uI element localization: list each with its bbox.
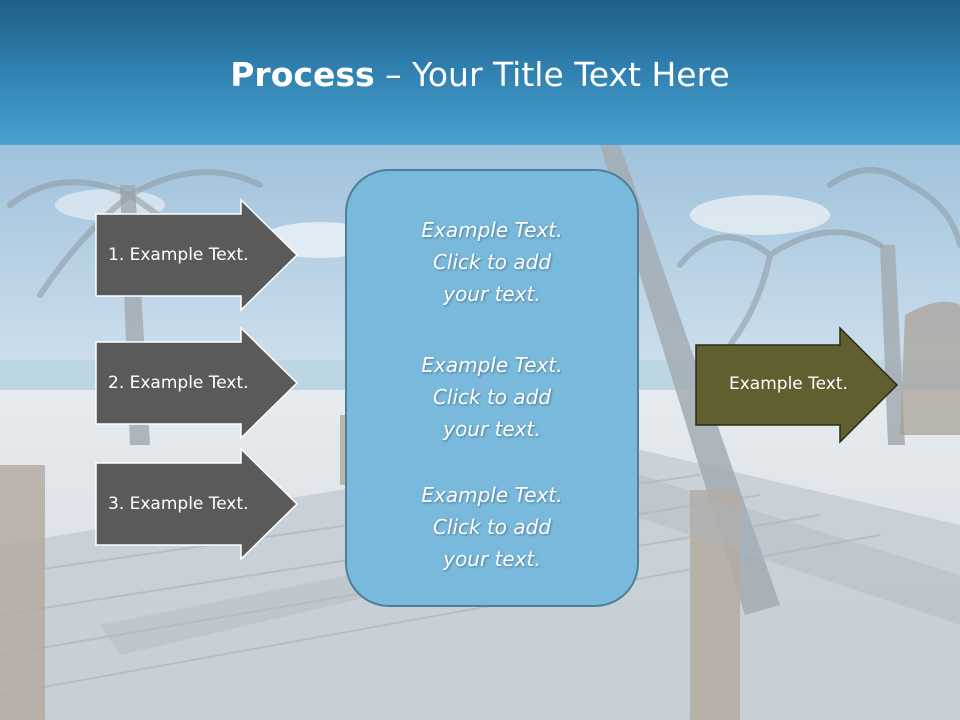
result-arrow-label: Example Text. [729,374,848,394]
center-item-3: Example Text. Click to add your text. [421,483,563,571]
center-text-box[interactable]: Example Text. Click to add your text. Ex… [345,169,639,607]
slide-title[interactable]: Process – Your Title Text Here [0,54,960,96]
center-item-1: Example Text. Click to add your text. [421,218,563,306]
result-arrow[interactable]: Example Text. [695,326,899,444]
step-arrow-1[interactable]: 1. Example Text. [95,198,299,312]
step-arrow-1-label: 1. Example Text. [108,245,249,265]
step-arrow-2[interactable]: 2. Example Text. [95,326,299,440]
step-arrow-3[interactable]: 3. Example Text. [95,447,299,561]
step-arrow-2-shape [95,326,299,440]
step-arrow-3-label: 3. Example Text. [108,494,249,514]
title-rest: – Your Title Text Here [374,55,730,94]
result-arrow-shape [695,326,899,444]
title-bold: Process [230,55,375,94]
step-arrow-3-shape [95,447,299,561]
step-arrow-2-label: 2. Example Text. [108,373,249,393]
step-arrow-1-shape [95,198,299,312]
center-item-2: Example Text. Click to add your text. [421,353,563,441]
title-bar: Process – Your Title Text Here [0,0,960,145]
